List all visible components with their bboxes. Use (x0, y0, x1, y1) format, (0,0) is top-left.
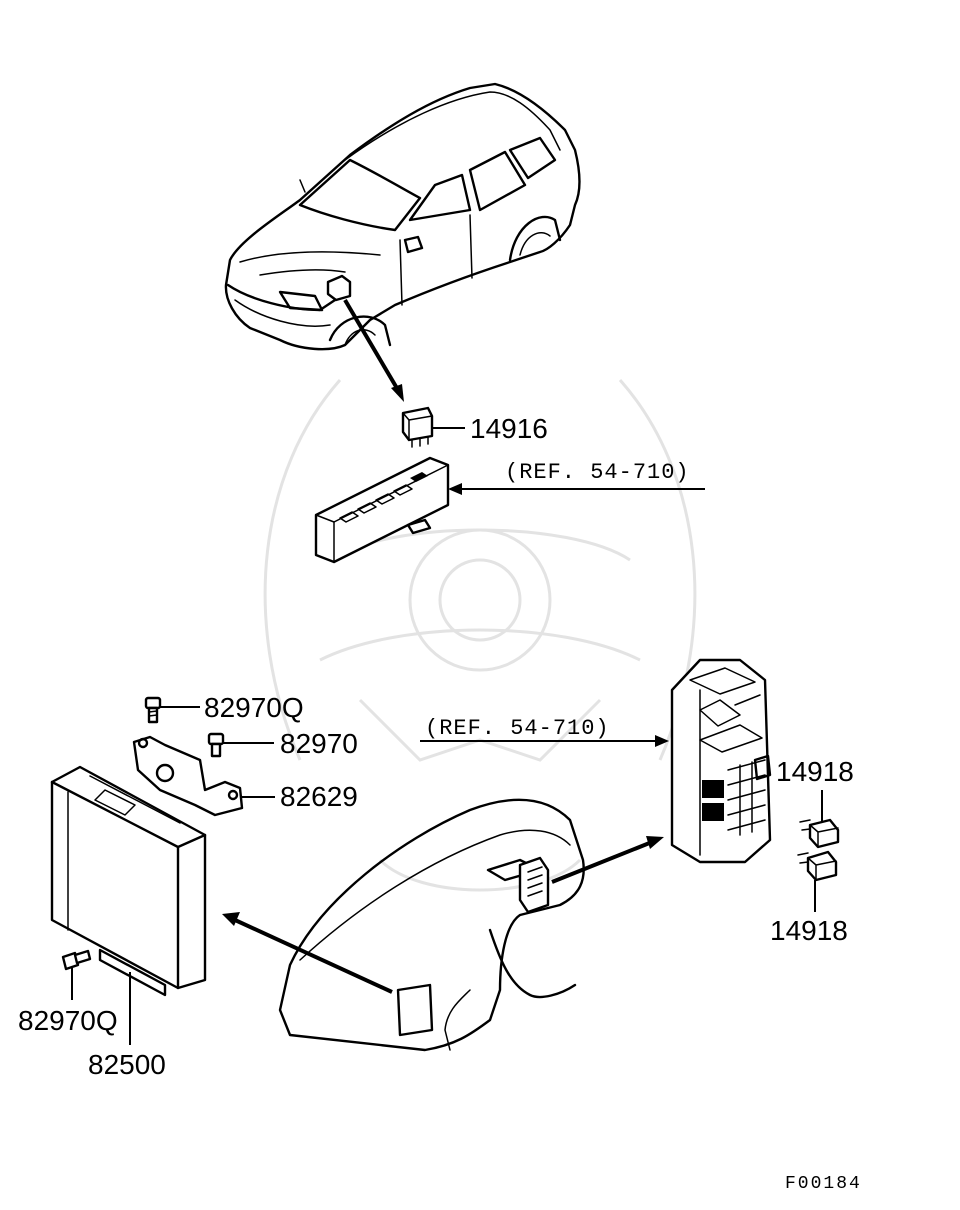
arrow-head (391, 384, 404, 402)
junction-block-lower (670, 658, 772, 864)
label-14918-top: 14918 (776, 756, 854, 787)
junction-block-upper (314, 456, 450, 564)
bolt-82970 (207, 732, 225, 758)
label-82970: 82970 (280, 728, 358, 759)
label-82500: 82500 (88, 1049, 166, 1080)
ref-label-upper: (REF. 54-710) (505, 460, 690, 485)
arrow-vehicle-to-relay (343, 298, 400, 392)
label-82970Q-bottom: 82970Q (18, 1005, 118, 1036)
relay-14918-top (799, 818, 840, 849)
ref-arrow-lower (655, 735, 669, 747)
watermark-emblem (263, 379, 697, 892)
arrow-dash-to-ecu (234, 918, 393, 994)
figure-code: F00184 (785, 1174, 862, 1194)
label-14916: 14916 (470, 413, 548, 444)
bracket-82629 (132, 735, 244, 817)
label-82970Q-top: 82970Q (204, 692, 304, 723)
bolt-82970Q-top (144, 696, 162, 724)
label-14918-bottom: 14918 (770, 915, 848, 946)
label-82629: 82629 (280, 781, 358, 812)
arrow-dash-to-junction (551, 840, 653, 884)
relay-14918-bottom (797, 850, 838, 882)
arrow-head (646, 836, 664, 849)
arrow-head (222, 912, 240, 926)
bolt-82970Q-bottom (61, 949, 92, 971)
ref-label-lower: (REF. 54-710) (425, 716, 610, 741)
relay-14916 (401, 406, 434, 448)
vehicle-illustration (224, 82, 581, 351)
instrument-panel (278, 798, 585, 1052)
control-unit-82500 (50, 765, 207, 997)
ref-arrow-upper (448, 483, 462, 495)
